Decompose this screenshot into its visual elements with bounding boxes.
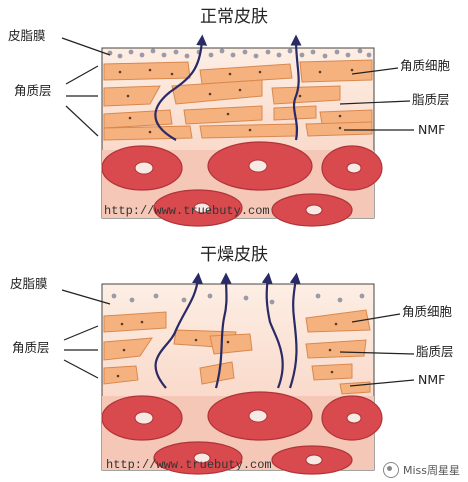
corneocyte [103, 85, 161, 107]
normal-skin-diagram: 皮脂膜 角质层 角质细胞 脂质层 NMF http://www.truebuty… [8, 28, 451, 227]
corneocyte [199, 123, 297, 139]
corneocyte [171, 79, 263, 105]
label-corneocyte: 角质细胞 [400, 58, 451, 73]
corneocyte [299, 59, 373, 83]
panel-title-normal: 正常皮肤 [200, 7, 268, 27]
label-lipid-layer: 脂质层 [416, 344, 454, 359]
corneocyte [103, 61, 191, 81]
pointer-line [65, 65, 99, 85]
label-corneocyte: 角质细胞 [402, 304, 453, 319]
wechat-icon [382, 462, 399, 478]
water-arrow [261, 272, 284, 389]
basal-cell-layer [101, 391, 383, 475]
pointer-line [351, 67, 399, 75]
label-lipid-layer: 脂质层 [412, 92, 450, 107]
label-stratum-corneum: 角质层 [14, 83, 52, 98]
pointer-line [65, 105, 99, 137]
label-sebum-film: 皮脂膜 [8, 28, 46, 43]
dry-skin-diagram: 皮脂膜 角质层 角质细胞 脂质层 NMF http://www.truebuty… [10, 272, 454, 475]
pointer-line [61, 37, 111, 56]
pointer-line [339, 351, 415, 355]
corneocyte-layer [103, 59, 373, 141]
panel-title-dry: 干燥皮肤 [200, 245, 268, 265]
nmf-dots [116, 320, 338, 378]
cell-nucleus [248, 159, 268, 173]
cell-nucleus [305, 454, 323, 466]
cell-nucleus [193, 452, 211, 464]
water-flow-arrows [154, 272, 301, 389]
corneocyte [209, 333, 253, 355]
corneocyte [183, 105, 263, 125]
watermark-text: Miss周星星 [402, 464, 460, 477]
water-arrow [288, 272, 301, 389]
pointer-line [339, 100, 411, 105]
label-nmf: NMF [418, 372, 445, 387]
sebum-film-dots [107, 48, 372, 59]
source-url: http://www.truebuty.com [106, 458, 272, 472]
basal-cell-layer [101, 141, 383, 227]
cell-nucleus [193, 202, 211, 214]
corneocyte [271, 85, 341, 105]
corneocyte [305, 121, 373, 137]
label-stratum-corneum: 角质层 [12, 340, 50, 355]
pointer-line [349, 379, 415, 387]
corneocyte [305, 339, 367, 359]
water-flow-arrows [154, 34, 302, 141]
label-sebum-film: 皮脂膜 [10, 276, 48, 291]
cell-nucleus [248, 409, 268, 423]
pointer-line [63, 325, 99, 341]
watermark: Miss周星星 [382, 462, 460, 478]
pointer-line [351, 313, 401, 323]
label-nmf: NMF [418, 122, 445, 137]
cell-nucleus [305, 204, 323, 216]
cell-nucleus [134, 411, 154, 425]
cell-nucleus [134, 161, 154, 175]
nmf-dots [118, 68, 354, 134]
pointer-line [61, 289, 111, 305]
corneocyte-layer [103, 309, 371, 395]
corneocyte [103, 311, 167, 333]
corneocyte [103, 337, 153, 361]
sebum-film-dots [111, 293, 365, 305]
water-arrow [290, 34, 302, 141]
pointer-line [63, 359, 99, 379]
corneocyte [103, 365, 139, 385]
cell-nucleus [346, 162, 362, 174]
water-arrow [154, 34, 208, 141]
cell-nucleus [346, 412, 362, 424]
corneocyte [305, 309, 371, 333]
corneocyte [339, 381, 371, 395]
source-url: http://www.truebuty.com [104, 204, 270, 218]
water-arrow [154, 272, 203, 389]
water-arrow [214, 272, 232, 389]
corneocyte [103, 125, 193, 141]
corneocyte [199, 63, 293, 85]
